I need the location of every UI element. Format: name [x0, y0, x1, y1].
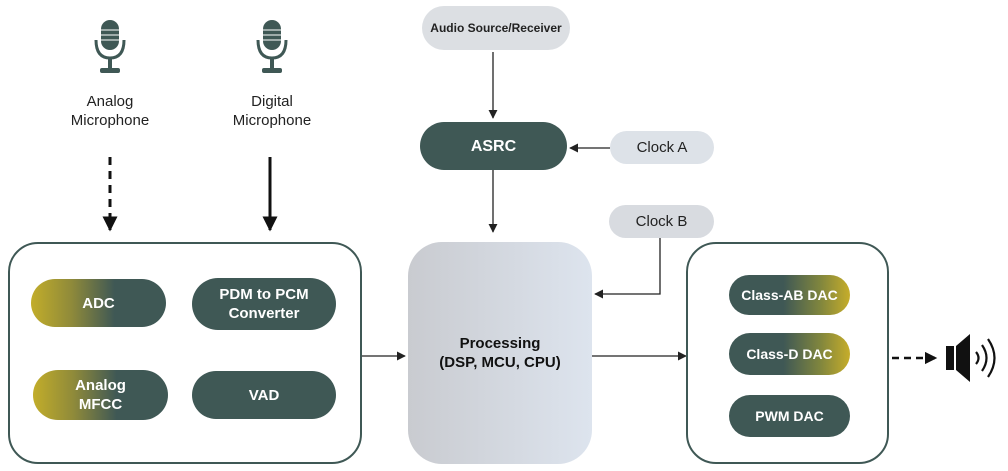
- clock-a-label: Clock A: [636, 139, 688, 156]
- clock-b-to-processing-arrow: [594, 237, 661, 299]
- analog-mfcc-node: Analog MFCC: [33, 370, 168, 420]
- class-ab-dac-node: Class-AB DAC: [729, 275, 850, 315]
- class-d-dac-label: Class-D DAC: [746, 345, 833, 362]
- pdm-to-pcm-node: PDM to PCM Converter: [192, 278, 336, 330]
- front-end-container: [8, 242, 362, 464]
- analog-mfcc-label: Analog MFCC: [75, 377, 126, 413]
- audio-source-receiver-label: Audio Source/Receiver: [430, 21, 562, 35]
- speaker-icon: [946, 334, 996, 382]
- vad-label: VAD: [248, 386, 280, 404]
- asrc-node: ASRC: [420, 122, 567, 170]
- adc-node: ADC: [31, 279, 166, 327]
- pwm-dac-label: PWM DAC: [755, 407, 824, 424]
- class-ab-dac-label: Class-AB DAC: [741, 286, 838, 303]
- adc-label: ADC: [82, 294, 115, 312]
- audio-source-receiver-node: Audio Source/Receiver: [422, 6, 570, 50]
- pwm-dac-node: PWM DAC: [729, 395, 850, 437]
- asrc-label: ASRC: [470, 137, 517, 155]
- pdm-to-pcm-label: PDM to PCM Converter: [219, 286, 309, 322]
- microphone-icon: [94, 20, 126, 73]
- processing-label: Processing (DSP, MCU, CPU): [439, 335, 561, 371]
- class-d-dac-node: Class-D DAC: [729, 333, 850, 375]
- clock-b-label: Clock B: [635, 213, 688, 230]
- microphone-icon: [256, 20, 288, 73]
- digital-microphone-label: Digital Microphone: [232, 93, 312, 129]
- clock-b-node: Clock B: [609, 205, 714, 238]
- analog-microphone-label: Analog Microphone: [70, 93, 150, 129]
- processing-node: Processing (DSP, MCU, CPU): [408, 242, 592, 464]
- vad-node: VAD: [192, 371, 336, 419]
- clock-a-node: Clock A: [610, 131, 714, 164]
